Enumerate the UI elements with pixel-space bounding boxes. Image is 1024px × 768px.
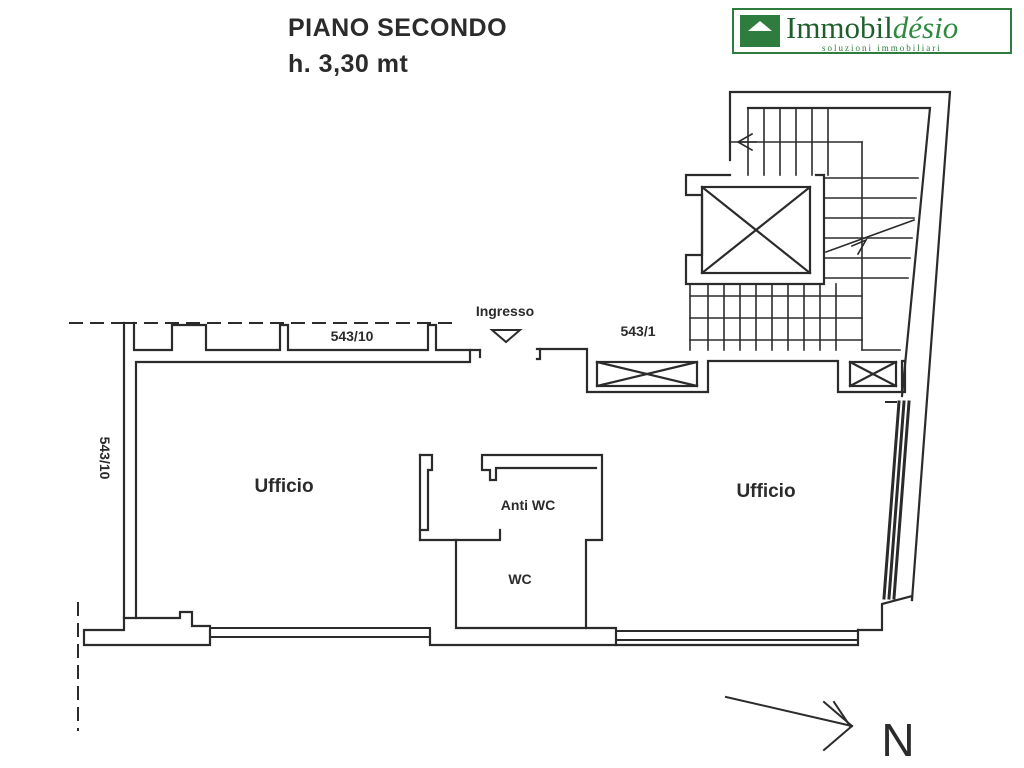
parcel-label-left: 543/10	[97, 437, 113, 480]
dashed-boundary	[69, 322, 461, 731]
shaft-left	[595, 360, 699, 388]
parcel-label-top-left: 543/10	[331, 328, 374, 344]
east-window	[882, 400, 911, 600]
elevator	[684, 173, 826, 286]
agency-logo: Immobildésio soluzioni immobiliari	[732, 8, 1012, 54]
room-label-office-left: Ufficio	[254, 476, 313, 497]
north-label: N	[881, 714, 914, 766]
floor-title: PIANO SECONDO	[288, 14, 508, 42]
logo-tagline: soluzioni immobiliari	[822, 43, 942, 53]
parcel-label-top-right: 543/1	[620, 323, 655, 339]
logo-name: Immobildésio	[786, 11, 958, 45]
entrance-label: Ingresso	[476, 303, 534, 319]
shaft-right	[848, 360, 898, 388]
windows	[209, 401, 897, 641]
north-wall	[122, 321, 907, 620]
ceiling-height: h. 3,30 mt	[288, 50, 409, 78]
entrance-arrow	[489, 329, 523, 344]
room-label-office-right: Ufficio	[736, 481, 795, 502]
house-icon	[740, 15, 780, 47]
east-wall	[728, 90, 952, 602]
north-arrow	[724, 695, 854, 752]
room-label-anti-wc: Anti WC	[501, 497, 555, 513]
logo-name-part1: Immobil	[786, 10, 893, 45]
logo-name-part2: désio	[892, 10, 959, 45]
staircase	[689, 107, 919, 351]
room-label-wc: WC	[508, 571, 531, 587]
